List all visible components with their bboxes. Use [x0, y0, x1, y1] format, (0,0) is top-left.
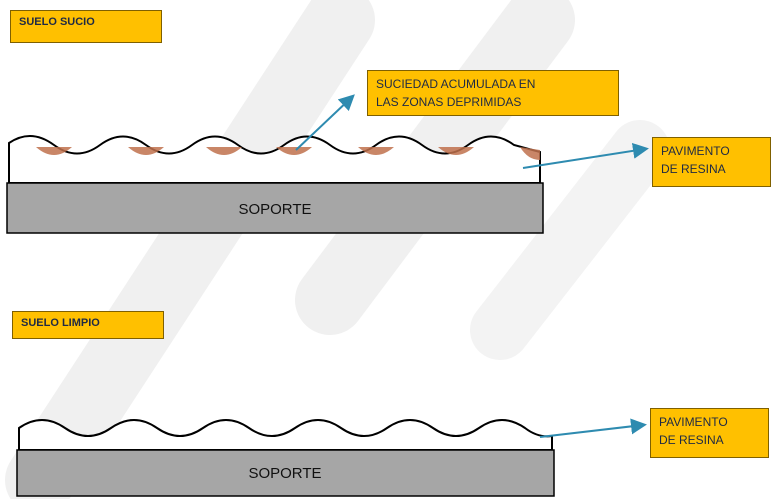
clean-resin-label-line-2: DE RESINA — [659, 433, 724, 447]
dirty-floor-title-text: SUELO SUCIO — [19, 16, 95, 28]
dirty-floor-section: SOPORTE — [6, 94, 649, 234]
clean-resin-label-box: PAVIMENTO DE RESINA — [650, 408, 769, 458]
dirty-resin-layer — [8, 135, 541, 184]
dirt-annotation-line-1: SUCIEDAD ACUMULADA EN — [376, 77, 536, 91]
clean-resin-layer — [18, 419, 553, 451]
clean-floor-section: SOPORTE — [16, 418, 647, 497]
dirt-arrow — [295, 94, 355, 151]
dirty-resin-label-line-1: PAVIMENTO — [661, 144, 730, 158]
dirty-support-block — [6, 182, 544, 234]
dirty-resin-arrow — [522, 142, 649, 169]
clean-floor-title-text: SUELO LIMPIO — [21, 317, 100, 329]
dirt-annotation-line-2: LAS ZONAS DEPRIMIDAS — [376, 95, 522, 109]
dirt-annotation-box: SUCIEDAD ACUMULADA EN LAS ZONAS DEPRIMID… — [367, 70, 619, 116]
dirty-resin-label-line-2: DE RESINA — [661, 162, 726, 176]
clean-resin-label-line-1: PAVIMENTO — [659, 415, 728, 429]
dirty-resin-label-box: PAVIMENTO DE RESINA — [652, 137, 771, 187]
clean-resin-arrow — [539, 418, 647, 438]
dirty-support-label: SOPORTE — [238, 201, 311, 218]
clean-floor-title: SUELO LIMPIO — [12, 311, 164, 339]
clean-support-block — [16, 449, 555, 497]
dirty-floor-title: SUELO SUCIO — [10, 10, 162, 43]
dirt-deposits — [36, 147, 540, 160]
clean-support-label: SOPORTE — [248, 465, 321, 482]
